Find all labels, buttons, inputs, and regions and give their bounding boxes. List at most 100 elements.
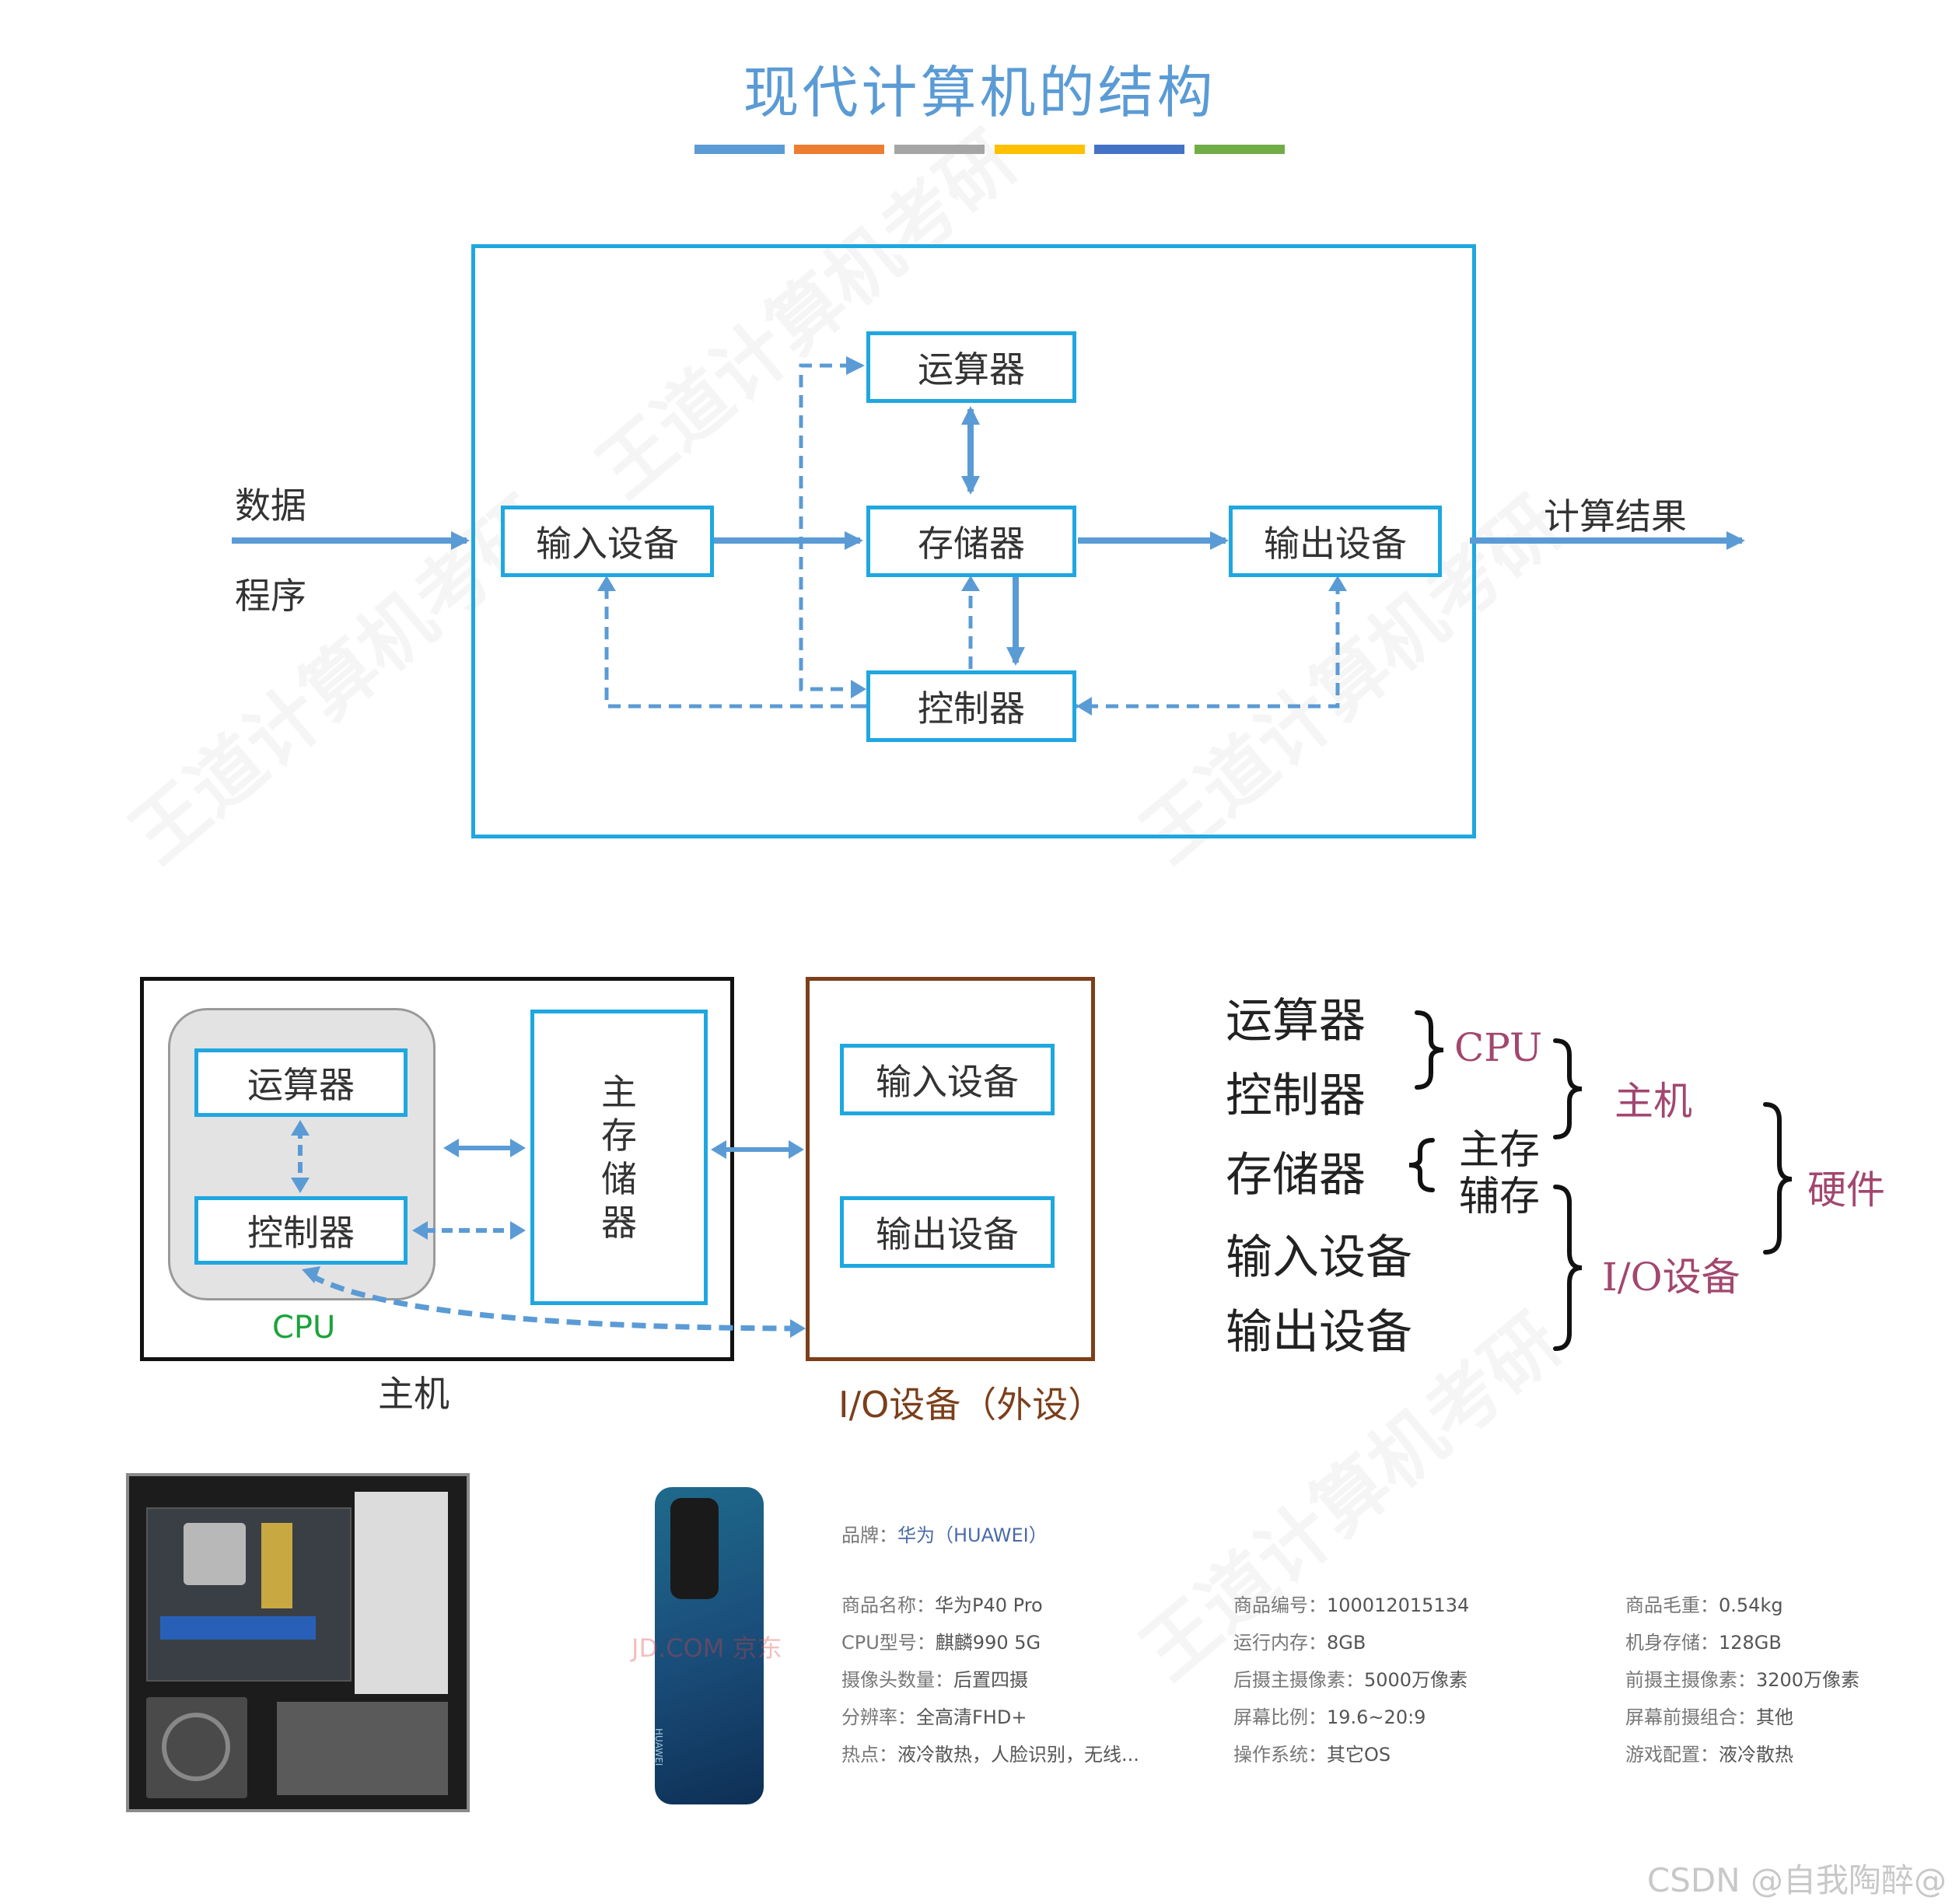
pc-ram — [261, 1523, 292, 1608]
output-device-box: 输出设备 — [1229, 506, 1442, 577]
list-item-controller: 控制器 — [1226, 1069, 1366, 1123]
memory-box: 存储器 — [866, 506, 1076, 577]
pc-case-image — [126, 1473, 470, 1812]
controller-label-2: 控制器 — [247, 1212, 355, 1254]
main-memory-box: 主 存 储 器 — [530, 1010, 708, 1305]
spec-value: 后置四摄 — [953, 1669, 1028, 1691]
cpu-label: CPU — [272, 1310, 336, 1346]
main-memory-char: 主 — [601, 1071, 637, 1113]
spec-key: 热点： — [841, 1744, 897, 1766]
alu-label-2: 运算器 — [247, 1064, 355, 1106]
host-label: 主机 — [378, 1373, 450, 1415]
input-device-box-2: 输入设备 — [840, 1044, 1055, 1115]
pc-cooler — [184, 1523, 246, 1585]
spec-key: 商品编号： — [1233, 1594, 1327, 1616]
phone-image: HUAWEI — [655, 1487, 764, 1804]
spec-key: 机身存储： — [1625, 1632, 1719, 1654]
spec-value: 8GB — [1327, 1632, 1366, 1654]
spec-key: 运行内存： — [1233, 1632, 1327, 1654]
footer-credit: CSDN @自我陶醉@ — [1646, 1861, 1947, 1899]
title-bar — [1195, 145, 1285, 154]
list-item-output: 输出设备 — [1226, 1305, 1412, 1360]
spec-key: 屏幕比例： — [1233, 1706, 1327, 1728]
input-device-label-2: 输入设备 — [876, 1061, 1019, 1103]
controller-box-2: 控制器 — [194, 1196, 408, 1265]
main-store-label: 主存 — [1459, 1127, 1541, 1174]
output-device-label: 输出设备 — [1264, 523, 1407, 565]
host-frame — [140, 977, 734, 1361]
spec-row: 分辨率：全高清FHD+ — [841, 1702, 1027, 1729]
io-frame — [806, 977, 1095, 1361]
spec-key: 前摄主摄像素： — [1625, 1669, 1756, 1691]
io-group-label: I/O设备 — [1602, 1255, 1740, 1300]
spec-value: 100012015134 — [1327, 1594, 1470, 1616]
output-label: 计算结果 — [1544, 495, 1687, 537]
controller-box: 控制器 — [866, 670, 1076, 742]
phone-brand-text: HUAWEI — [655, 1728, 664, 1766]
spec-key: 商品毛重： — [1625, 1594, 1719, 1616]
spec-value: 5000万像素 — [1364, 1669, 1468, 1691]
input-label-data: 数据 — [235, 485, 306, 527]
pc-lower-bay — [277, 1702, 448, 1795]
pc-drive-bays — [355, 1492, 448, 1694]
spec-row: 商品毛重：0.54kg — [1625, 1590, 1783, 1617]
alu-box-2: 运算器 — [194, 1048, 408, 1117]
spec-row: 屏幕比例：19.6~20:9 — [1233, 1702, 1426, 1729]
output-device-label-2: 输出设备 — [876, 1213, 1019, 1255]
pc-card — [160, 1616, 316, 1640]
spec-value: 其它OS — [1327, 1744, 1391, 1766]
main-memory-char: 器 — [601, 1202, 637, 1244]
title-bar — [995, 145, 1085, 154]
spec-row: 商品名称：华为P40 Pro — [841, 1590, 1043, 1617]
pc-psu — [146, 1697, 247, 1798]
list-item-input: 输入设备 — [1226, 1230, 1412, 1285]
memory-label: 存储器 — [918, 523, 1025, 565]
spec-row: 运行内存：8GB — [1233, 1627, 1366, 1654]
input-device-box: 输入设备 — [501, 506, 714, 577]
spec-value: 液冷散热 — [1719, 1744, 1793, 1766]
output-device-box-2: 输出设备 — [840, 1196, 1055, 1268]
list-item-alu: 运算器 — [1226, 994, 1366, 1048]
spec-value: 其他 — [1756, 1706, 1793, 1728]
alu-label: 运算器 — [918, 348, 1025, 390]
spec-value: 液冷散热，人脸识别，无线... — [897, 1744, 1139, 1766]
cpu-group-label: CPU — [1454, 1025, 1543, 1070]
hardware-group-label: 硬件 — [1807, 1167, 1885, 1213]
host-group-label: 主机 — [1614, 1079, 1692, 1124]
spec-brand-value: 华为（HUAWEI） — [897, 1524, 1048, 1546]
spec-key: CPU型号： — [841, 1632, 936, 1654]
spec-row: CPU型号：麒麟990 5G — [841, 1627, 1041, 1654]
spec-value: 19.6~20:9 — [1327, 1706, 1426, 1728]
spec-key: 摄像头数量： — [841, 1669, 953, 1691]
list-item-memory: 存储器 — [1226, 1148, 1366, 1202]
spec-row: 热点：液冷散热，人脸识别，无线... — [841, 1739, 1139, 1766]
title-bar — [694, 145, 785, 154]
spec-value: 128GB — [1719, 1632, 1782, 1654]
spec-key: 屏幕前摄组合： — [1625, 1706, 1756, 1728]
spec-row: 游戏配置：液冷散热 — [1625, 1739, 1793, 1766]
aux-store-label: 辅存 — [1459, 1174, 1541, 1220]
camera-icon — [670, 1498, 719, 1599]
spec-value: 0.54kg — [1719, 1594, 1783, 1616]
controller-label: 控制器 — [918, 688, 1025, 730]
spec-brand-key: 品牌： — [841, 1524, 897, 1546]
spec-value: 全高清FHD+ — [916, 1706, 1027, 1728]
page-title: 现代计算机的结构 — [743, 60, 1216, 125]
pc-motherboard — [146, 1507, 352, 1682]
spec-row: 操作系统：其它OS — [1233, 1739, 1391, 1766]
alu-box: 运算器 — [866, 331, 1076, 403]
title-bar — [894, 145, 985, 154]
spec-value: 华为P40 Pro — [935, 1594, 1043, 1616]
jd-watermark: JD.COM 京东 — [631, 1633, 782, 1663]
spec-row: 机身存储：128GB — [1625, 1627, 1782, 1654]
input-device-label: 输入设备 — [536, 523, 679, 565]
spec-row: 后摄主摄像素：5000万像素 — [1233, 1664, 1468, 1692]
spec-key: 后摄主摄像素： — [1233, 1669, 1364, 1691]
spec-row: 前摄主摄像素：3200万像素 — [1625, 1664, 1859, 1692]
title-bar — [794, 145, 884, 154]
spec-value: 3200万像素 — [1756, 1669, 1860, 1691]
main-memory-char: 存 — [601, 1115, 637, 1157]
